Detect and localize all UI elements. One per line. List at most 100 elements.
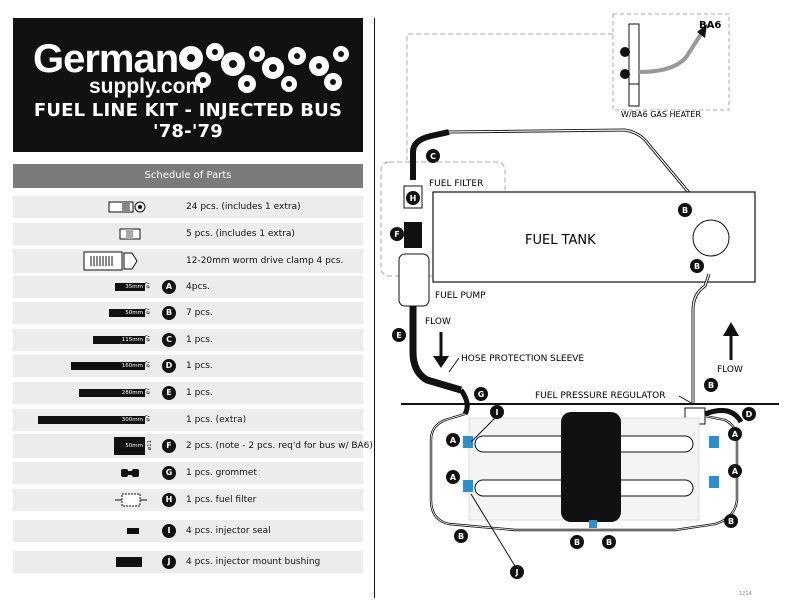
part-letter-c: C <box>162 333 176 347</box>
letter-b-text: B <box>728 517 734 526</box>
germansupply-logo: German supply.com <box>33 37 205 98</box>
injector-seal-icon <box>127 528 139 534</box>
row-desc: 4 pcs. injector seal <box>186 526 271 536</box>
flow-down-arrow-icon <box>433 356 449 368</box>
letter-a-text: A <box>450 436 457 445</box>
diameter-label: ø11 <box>147 439 154 451</box>
heater-label: W/BA6 GAS HEATER <box>621 110 701 119</box>
letter-a <box>446 433 460 447</box>
schedule-row: H 1 pcs. fuel filter <box>13 489 363 511</box>
fuel-pump-label: FUEL PUMP <box>435 291 486 301</box>
hose-length-bar: 35mm <box>115 283 145 291</box>
letter-a-text: A <box>450 473 457 482</box>
letter-a <box>446 470 460 484</box>
letter-h <box>406 191 420 205</box>
hose-length-bar: 50mm <box>114 437 145 455</box>
regulator-leader <box>678 395 694 405</box>
part-letter-b: B <box>162 306 176 320</box>
row-desc: 24 pcs. (includes 1 extra) <box>186 202 301 212</box>
part-letter-j: J <box>162 555 176 569</box>
letter-b <box>454 529 468 543</box>
fuel-pump <box>398 253 430 307</box>
injector-blue <box>709 476 719 488</box>
letter-b <box>570 535 584 549</box>
fuel-tank-label: FUEL TANK <box>525 233 596 248</box>
letter-d <box>742 407 756 421</box>
row-desc: 5 pcs. (includes 1 extra) <box>186 229 295 239</box>
fuel-filter-label: FUEL FILTER <box>429 179 483 189</box>
hose-clamp-icon <box>108 201 146 213</box>
heater-letter-f-top <box>620 47 630 57</box>
letter-f <box>390 227 404 241</box>
letter-f-text: F <box>394 230 399 239</box>
ba6-label: BA6 <box>699 20 721 31</box>
page-divider <box>374 18 375 598</box>
letter-e-text: E <box>396 331 401 340</box>
flow-right-label: FLOW <box>717 365 743 375</box>
schedule-row: 35mm ø7 A 4pcs. <box>13 276 363 298</box>
hose-sleeve-label: HOSE PROTECTION SLEEVE <box>461 354 584 364</box>
injector-blue <box>463 480 473 492</box>
row-desc: 1 pcs. grommet <box>186 468 257 478</box>
letter-b-tank-bottom <box>690 259 704 273</box>
letter-b-return <box>704 378 718 392</box>
logo-sub-text: supply.com <box>89 75 205 98</box>
schedule-row: 280mm ø7 E 1 pcs. <box>13 382 363 404</box>
heater-arrow-icon <box>697 24 707 38</box>
worm-drive-clamp-icon <box>83 251 138 271</box>
diameter-label: ø7 <box>145 281 152 289</box>
logo-main-text: German <box>33 37 179 81</box>
tank-sender <box>692 219 730 257</box>
heater-hose <box>638 32 703 74</box>
schedule-row: 50mm ø7 B 7 pcs. <box>13 302 363 324</box>
footnote: 1214 <box>739 591 752 597</box>
intake-runner <box>612 435 694 453</box>
diameter-label: ø7 <box>145 414 152 422</box>
small-clamp-icon <box>119 228 141 240</box>
hose-length-bar: 115mm <box>93 336 145 344</box>
hose-c <box>410 129 450 180</box>
row-desc: 1 pcs. <box>186 335 213 345</box>
schedule-row: 5 pcs. (includes 1 extra) <box>13 223 363 245</box>
diameter-label: ø7 <box>145 334 152 342</box>
row-desc: 1 pcs. (extra) <box>186 415 247 425</box>
injector-blue <box>463 436 473 448</box>
intake-runner <box>474 479 572 497</box>
schedule-row: 160mm ø7 D 1 pcs. <box>13 355 363 377</box>
schedule-row: 12-20mm worm drive clamp 4 pcs. <box>13 249 363 273</box>
injector-blue <box>589 520 597 528</box>
letter-b-text: B <box>574 538 580 547</box>
heater-dashed-box <box>612 13 730 111</box>
part-letter-d: D <box>162 359 176 373</box>
intake-runner <box>612 479 694 497</box>
part-letter-i: I <box>162 524 176 538</box>
letter-i-text: I <box>496 408 499 417</box>
intake-plenum <box>561 412 621 522</box>
flow-up-arrow-icon <box>723 322 739 336</box>
letter-j <box>510 565 524 579</box>
row-desc: 4 pcs. injector mount bushing <box>186 557 321 567</box>
letter-b <box>724 514 738 528</box>
grommet-icon <box>121 469 139 477</box>
part-letter-f: F <box>162 439 176 453</box>
heater-unit <box>628 83 640 107</box>
regulator-label: FUEL PRESSURE REGULATOR <box>535 391 666 401</box>
schedule-row: 24 pcs. (includes 1 extra) <box>13 196 363 218</box>
injector-bushing-icon <box>116 557 142 567</box>
diameter-label: ø7 <box>145 387 152 395</box>
heater-pipe <box>628 23 640 85</box>
letter-b-text: B <box>606 538 612 547</box>
letter-b-text: B <box>694 262 700 271</box>
hose-length-bar: 50mm <box>109 309 145 317</box>
part-letter-g: G <box>162 466 176 480</box>
fuel-tank-return-line-inner <box>448 129 696 201</box>
letter-e <box>392 328 406 342</box>
letter-i <box>490 405 504 419</box>
heater-dashed-line <box>406 33 613 160</box>
fuel-line-diagram: BA6 W/BA6 GAS HEATER FUEL FILTER H F FUE… <box>380 13 779 597</box>
letter-g <box>474 387 488 401</box>
part-letter-a: A <box>162 280 176 294</box>
row-desc: 1 pcs. <box>186 388 213 398</box>
flow-left-label: FLOW <box>425 317 451 327</box>
letter-a <box>728 464 742 478</box>
